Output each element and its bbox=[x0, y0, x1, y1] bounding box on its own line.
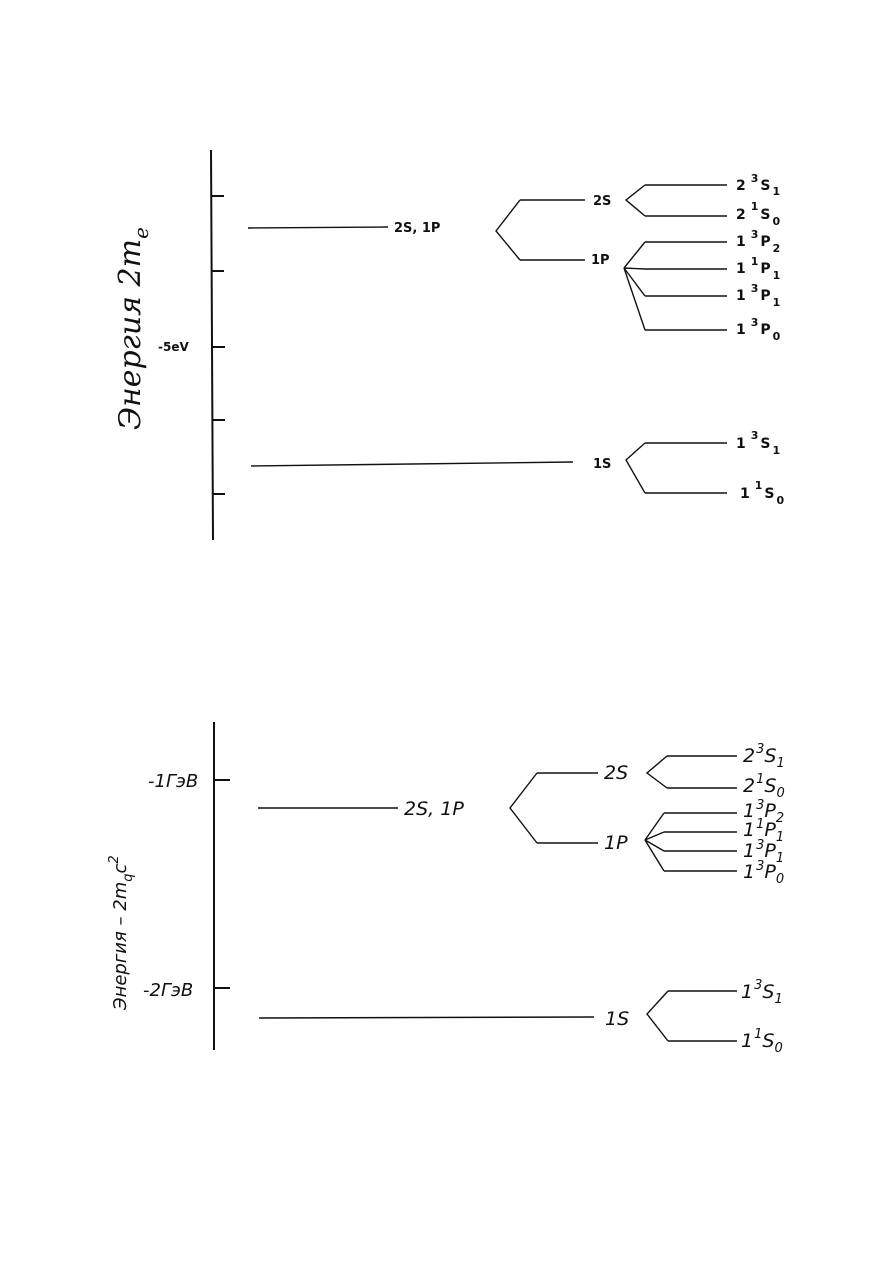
bottom-split-connector bbox=[509, 772, 538, 844]
top-1p-label: 1P bbox=[591, 253, 610, 268]
top-unsplit-2s1p-line bbox=[247, 226, 389, 229]
bottom-1p-label: 1P bbox=[604, 832, 628, 854]
top-axis-title: Энергия 2me bbox=[113, 227, 153, 430]
top-1s-fine-connector bbox=[625, 442, 646, 494]
bottom-state-label: 13S1 bbox=[741, 978, 783, 1007]
bottom-state-label: 13P1 bbox=[743, 838, 784, 866]
top-1p-fine-connector bbox=[623, 241, 646, 269]
bottom-tick-label: -2ГэВ bbox=[143, 980, 193, 1001]
top-tick-label: -5eV bbox=[158, 340, 189, 354]
bottom-state-label: 13P0 bbox=[743, 859, 784, 887]
bottom-state-label: 21S0 bbox=[743, 772, 785, 801]
bottom-unsplit-2s1p-label: 2S, 1P bbox=[404, 798, 464, 820]
top-1p-fine-connector bbox=[623, 267, 646, 297]
bottom-1p-fine-connector bbox=[644, 839, 665, 872]
bottom-state-label: 13P2 bbox=[743, 798, 784, 826]
top-1p-fine-connector bbox=[623, 267, 646, 331]
bottom-2s-fine-connector bbox=[645, 755, 668, 789]
bottom-diagram: -1ГэВ -2ГэВ Энергия – 2mqc2 2S, 1P 2S 1P… bbox=[107, 722, 785, 1056]
bottom-1p-fine-connector bbox=[644, 831, 665, 841]
bottom-2s-label: 2S bbox=[604, 762, 628, 784]
bottom-state-label: 11P1 bbox=[743, 817, 784, 845]
bottom-axis-title: Энергия – 2mqc2 bbox=[107, 855, 136, 1011]
top-unsplit-1s-line bbox=[250, 461, 574, 467]
top-2s-label: 2S bbox=[593, 194, 611, 209]
top-1p-fine-connector bbox=[623, 267, 646, 270]
bottom-unsplit-1s-label: 1S bbox=[605, 1008, 629, 1030]
top-split-connector bbox=[495, 199, 521, 261]
bottom-state-label: 23S1 bbox=[743, 742, 785, 771]
top-axis-line bbox=[210, 149, 214, 541]
bottom-unsplit-1s-line bbox=[258, 1016, 595, 1019]
bottom-state-label: 11S0 bbox=[741, 1027, 783, 1056]
bottom-1p-fine-connector bbox=[644, 839, 665, 852]
top-unsplit-2s1p-label: 2S, 1P bbox=[394, 221, 440, 236]
top-unsplit-1s-label: 1S bbox=[593, 457, 611, 472]
bottom-tick-label: -1ГэВ bbox=[148, 771, 198, 792]
top-diagram: -5eV Энергия 2me 2S, 1P 2S 1P 1S bbox=[113, 149, 785, 541]
bottom-1p-fine-connector bbox=[644, 812, 665, 841]
top-2s-fine-connector bbox=[624, 184, 646, 217]
bottom-1s-fine-connector bbox=[646, 990, 669, 1042]
